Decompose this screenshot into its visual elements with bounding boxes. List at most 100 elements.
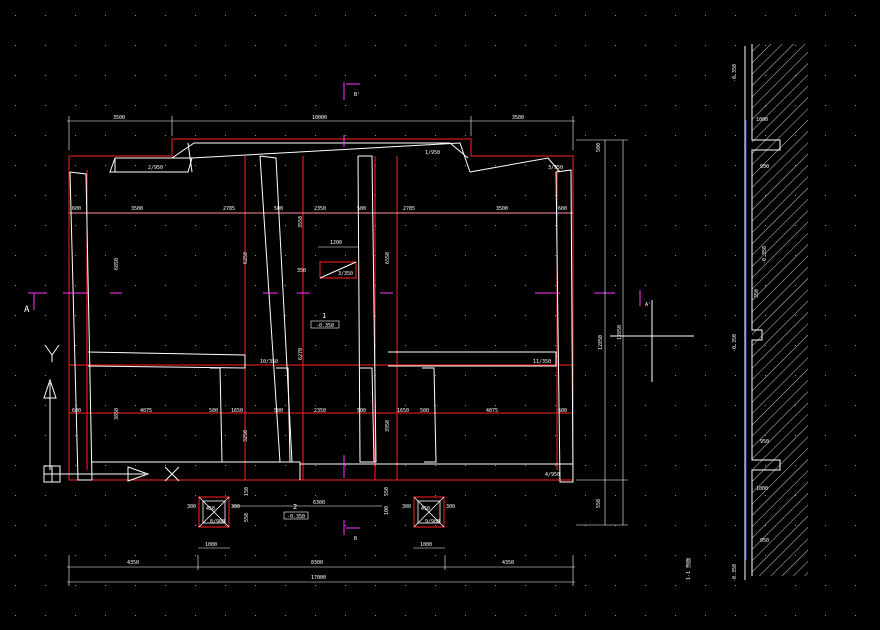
axis-lines <box>28 82 641 535</box>
top-dim-left: 3500 <box>113 115 125 121</box>
sec-elev-3: -0.350 <box>732 564 738 582</box>
center-box-top-dim: 1200 <box>330 240 342 246</box>
marker-1-elev: -0.350 <box>316 323 334 329</box>
box-left-c: 300 <box>231 504 240 510</box>
row1-dim-1: 600 <box>72 206 81 212</box>
mid-dim-c: 100 <box>384 506 390 515</box>
sec-dim-6: 350 <box>754 289 760 298</box>
ucs-icon <box>43 344 180 483</box>
wall-lines <box>69 142 574 483</box>
section-outline <box>744 44 781 580</box>
row2-dim-5: 500 <box>274 408 283 414</box>
box-right-label: 9/900 <box>425 519 440 525</box>
bottom-box-left: 300 450 300 8/900 <box>187 496 240 528</box>
section-mark-a-left: A <box>24 305 30 315</box>
bottom-box-right: 300 450 300 9/900 <box>402 496 455 528</box>
section-mark-b-top: B' <box>354 92 360 98</box>
mid-dim-d: 550 <box>384 487 390 496</box>
box-right-b: 450 <box>421 506 430 512</box>
row2-dim-4: 1650 <box>231 408 243 414</box>
row1-dim-3: 2785 <box>223 206 235 212</box>
vdim-right-total: 12850 <box>598 335 604 350</box>
vdim-5: 6270 <box>298 348 304 360</box>
vdim-4: 6550 <box>385 252 391 264</box>
bottom-dim-left: 4350 <box>127 560 139 566</box>
vertical-dims: 6850 6250 3550 6550 6270 3850 3250 3950 … <box>114 143 623 508</box>
sec-dim-2: 950 <box>760 164 769 170</box>
label-4-950: 4/950 <box>545 472 560 478</box>
sec-elev-4: -0.350 <box>762 246 768 264</box>
vdim-1: 6850 <box>114 258 120 270</box>
section-view: 1000 950 950 1000 950 350 -0.350 -0.350 … <box>685 44 808 582</box>
box-left-label: 8/900 <box>210 519 225 525</box>
label-2-950: 2/950 <box>148 165 163 171</box>
box-left-b: 450 <box>206 506 215 512</box>
sec-dim-4: 1000 <box>756 486 768 492</box>
vdim-right-small: 550 <box>596 499 602 508</box>
marker-2-dim: 6300 <box>313 500 325 506</box>
mid-dim-a: 150 <box>244 487 250 496</box>
bottom-dim-mid: 8300 <box>311 560 323 566</box>
row1-dim-6: 500 <box>357 206 366 212</box>
vdim-7: 3250 <box>243 430 249 442</box>
box-right-a: 300 <box>402 504 411 510</box>
bottom-dim-right: 4350 <box>502 560 514 566</box>
row1-dim-7: 2785 <box>403 206 415 212</box>
marker-2-elev: -0.350 <box>287 514 305 520</box>
box-left-a: 300 <box>187 504 196 510</box>
bottom-dimension-lines <box>67 555 575 586</box>
row2-dim-2: 4075 <box>140 408 152 414</box>
label-1-950: 1/950 <box>425 150 440 156</box>
sec-dim-3: 950 <box>760 439 769 445</box>
sec-elev-1: -0.350 <box>732 64 738 82</box>
row1-dim-5: 2350 <box>314 206 326 212</box>
cursor-crosshair <box>610 300 694 382</box>
top-dim-mid: 10000 <box>312 115 327 121</box>
small-dim-right: 1000 <box>420 542 432 548</box>
bottom-dim-total: 17000 <box>311 575 326 581</box>
row2-dim-8: 1650 <box>397 408 409 414</box>
vdim-2: 6250 <box>243 252 249 264</box>
sec-dim-5: 950 <box>760 538 769 544</box>
label-3-950: 3/950 <box>548 165 563 171</box>
label-11-350: 11/350 <box>533 359 551 365</box>
plan-view: 1200 3/350 350 A A' B' B <box>24 82 694 586</box>
mid-dim-b: 550 <box>244 513 250 522</box>
section-mark-a-right: A' <box>645 302 651 308</box>
marker-1-number: 1 <box>322 312 326 320</box>
vdim-3: 3550 <box>298 216 304 228</box>
label-10-350: 10/350 <box>260 359 278 365</box>
sec-elev-2: -0.350 <box>732 334 738 352</box>
row1-dim-2: 3500 <box>131 206 143 212</box>
vdim-right-sub: 12850 <box>617 325 623 340</box>
center-box-v-dim: 350 <box>297 268 306 274</box>
marker-2: 2 -0.350 6300 <box>232 500 382 520</box>
small-dim-left: 1000 <box>205 542 217 548</box>
box-right-c: 300 <box>446 504 455 510</box>
row2-dim-1: 600 <box>72 408 81 414</box>
top-dim-right: 3500 <box>512 115 524 121</box>
vdim-6: 3850 <box>114 408 120 420</box>
row2-dim-7: 500 <box>357 408 366 414</box>
row2-dim-9: 500 <box>420 408 429 414</box>
right-dimension-line <box>576 139 628 526</box>
row1-dim-4: 500 <box>274 206 283 212</box>
top-dimension-line <box>67 116 575 150</box>
row2-dim-6: 2350 <box>314 408 326 414</box>
row1-dim-9: 600 <box>558 206 567 212</box>
row2-dim-10: 4075 <box>486 408 498 414</box>
row2-dim-11: 600 <box>558 408 567 414</box>
marker-1: 1 -0.350 <box>310 312 340 329</box>
vdim-8: 3950 <box>385 420 391 432</box>
sec-dim-1: 1000 <box>756 117 768 123</box>
section-view-title: 1-1 剖面 <box>685 558 692 580</box>
row2-dim-3: 500 <box>209 408 218 414</box>
section-mark-b-bottom: B <box>354 536 357 542</box>
vdim-right-top: 500 <box>596 143 602 152</box>
section-hatch <box>752 44 808 576</box>
center-box: 1200 3/350 350 <box>297 240 358 279</box>
row1-dim-8: 3500 <box>496 206 508 212</box>
marker-2-number: 2 <box>293 503 297 511</box>
